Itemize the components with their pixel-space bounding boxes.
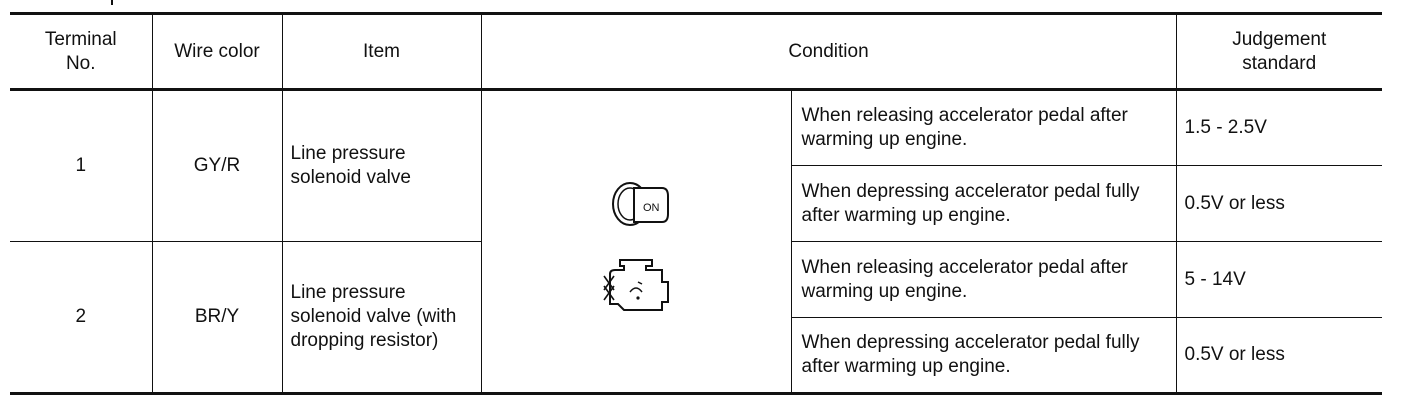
condition-cell: When depressing accelerator pedal fully … xyxy=(790,317,1176,395)
table-row: When depressing accelerator pedal fully … xyxy=(10,165,1382,242)
ignition-key-on-icon: ON xyxy=(611,181,669,226)
standard-cell: 0.5V or less xyxy=(1175,165,1382,242)
table-row: 2 BR/Y Line pressure solenoid valve (wit… xyxy=(10,241,1382,395)
terminal-cell: 1 xyxy=(10,89,152,242)
header-row: Terminal No. Wire color Item Condition J… xyxy=(10,12,1382,91)
wire-color-cell: BR/Y xyxy=(151,241,282,395)
condition-cell: When releasing accelerator pedal after w… xyxy=(790,89,1176,166)
key-on-label: ON xyxy=(643,202,660,214)
condition-cell: When releasing accelerator pedal after w… xyxy=(790,241,1176,318)
wire-color-cell: GY/R xyxy=(151,89,282,242)
terminal-spec-table: Terminal No. Wire color Item Condition J… xyxy=(10,12,1382,395)
condition-icons-cell: ON xyxy=(480,89,791,395)
header-item: Item xyxy=(281,12,481,91)
terminal-cell: 2 xyxy=(10,241,152,395)
table-row: When depressing accelerator pedal fully … xyxy=(10,317,1382,395)
header-condition: Condition xyxy=(480,12,1176,91)
standard-cell: 1.5 - 2.5V xyxy=(1175,89,1382,166)
item-cell: Line pressure solenoid valve (with dropp… xyxy=(281,241,481,395)
condition-cell: When depressing accelerator pedal fully … xyxy=(790,165,1176,242)
header-wire-color: Wire color xyxy=(151,12,282,91)
header-judgement: Judgement standard xyxy=(1175,12,1382,91)
item-cell: Line pressure solenoid valve xyxy=(281,89,481,242)
engine-running-icon xyxy=(602,258,669,311)
standard-cell: 5 - 14V xyxy=(1175,241,1382,318)
condition-icons: ON xyxy=(602,181,669,311)
table-row: 1 GY/R Line pressure solenoid valve ON xyxy=(10,89,1382,395)
header-terminal: Terminal No. xyxy=(10,12,152,91)
standard-cell: 0.5V or less xyxy=(1175,317,1382,395)
header-mark xyxy=(111,0,113,5)
